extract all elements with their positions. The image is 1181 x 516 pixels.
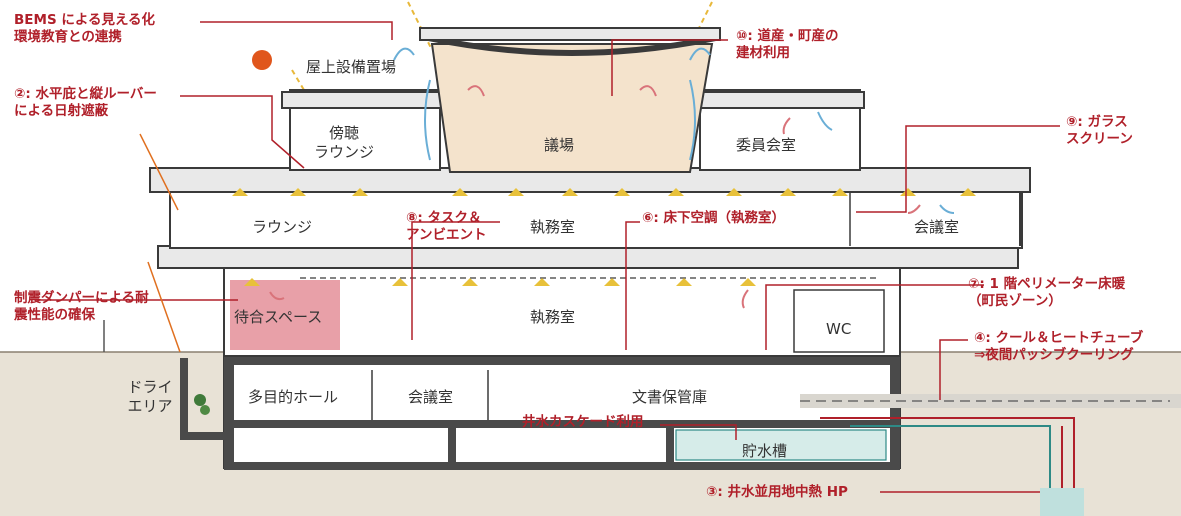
annotation-eaves: ②: 水平庇と縦ルーバーによる日射遮蔽 <box>14 85 157 119</box>
room-water-tank: 貯水槽 <box>742 442 787 460</box>
room-lounge: ラウンジ <box>252 218 312 236</box>
annotation-local-timber: ⑩: 道産・町産の建材利用 <box>735 27 839 61</box>
annotation-geothermal-hp: ③: 井水並用地中熱 HP <box>706 483 848 500</box>
first-floor <box>169 189 1023 249</box>
assembly-hall-volume <box>430 43 714 173</box>
light-fixtures <box>232 188 976 286</box>
room-multipurpose-hall: 多目的ホール <box>248 388 338 406</box>
sun-icon <box>252 50 272 70</box>
dry-area-wall <box>180 358 188 440</box>
annotation-damper: 制震ダンパーによる耐震性能の確保 <box>13 289 149 323</box>
room-assembly-hall: 議場 <box>544 136 574 154</box>
room-committee: 委員会室 <box>736 136 796 154</box>
geothermal-well <box>820 417 1084 516</box>
room-office-lower: 執務室 <box>530 308 575 326</box>
annotation-underfloor-ac: ⑥: 床下空調（執務室） <box>642 209 785 226</box>
room-office-upper: 執務室 <box>530 218 575 236</box>
annotation-leaders <box>36 21 1060 493</box>
room-meeting-upper: 会議室 <box>914 218 959 236</box>
room-archive: 文書保管庫 <box>632 388 707 406</box>
room-rooftop-equipment: 屋上設備置場 <box>306 58 396 76</box>
annotation-perimeter-heating: ⑦: 1 階ペリメーター床暖（町民ゾーン） <box>968 275 1126 309</box>
room-waiting-space: 待合スペース <box>234 308 322 326</box>
room-wc: WC <box>826 320 851 338</box>
room-gallery-lounge: 傍聴ラウンジ <box>314 124 374 161</box>
annotation-cool-heat-tube: ④: クール＆ヒートチューブ⇒夜間パッシブクーリング <box>974 329 1144 363</box>
annotation-bems: BEMS による見える化環境教育との連携 <box>14 11 156 45</box>
annotation-task-ambient: ⑧: タスク＆アンビエント <box>406 210 486 243</box>
cool-heat-tube <box>800 394 1181 408</box>
room-meeting-basement: 会議室 <box>408 388 453 406</box>
room-dry-area: ドライエリア <box>127 378 172 415</box>
annotation-well-cascade: 井水カスケード利用 <box>522 413 644 430</box>
airflow-arrows <box>269 47 955 309</box>
annotation-glass-screen: ⑨: ガラススクリーン <box>1066 114 1133 147</box>
